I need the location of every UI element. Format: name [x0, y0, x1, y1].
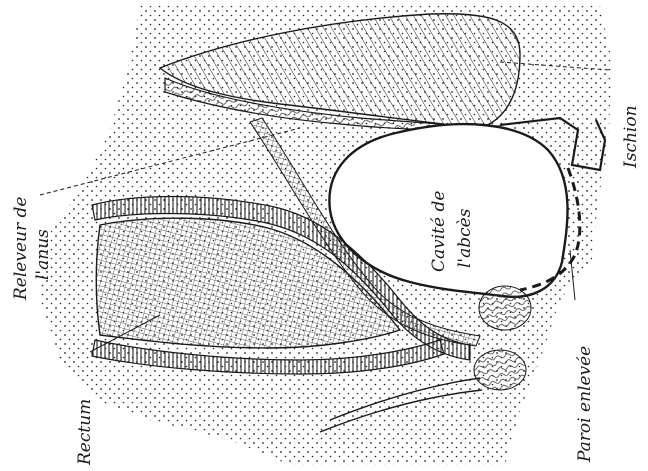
label-releveur-line1: Releveur de — [11, 197, 31, 301]
label-cavite-line2: l'abcès — [455, 208, 475, 268]
label-cavite-line1: Cavité de — [429, 191, 449, 272]
label-rectum: Rectum — [75, 399, 95, 466]
label-ischion: Ischion — [621, 105, 641, 169]
sphincter-knot-lower — [474, 350, 526, 390]
label-paroi-enlevee: Paroi enlevée — [575, 346, 595, 463]
sphincter-knot-upper — [479, 286, 531, 330]
label-releveur-line2: l'anus — [33, 229, 53, 280]
